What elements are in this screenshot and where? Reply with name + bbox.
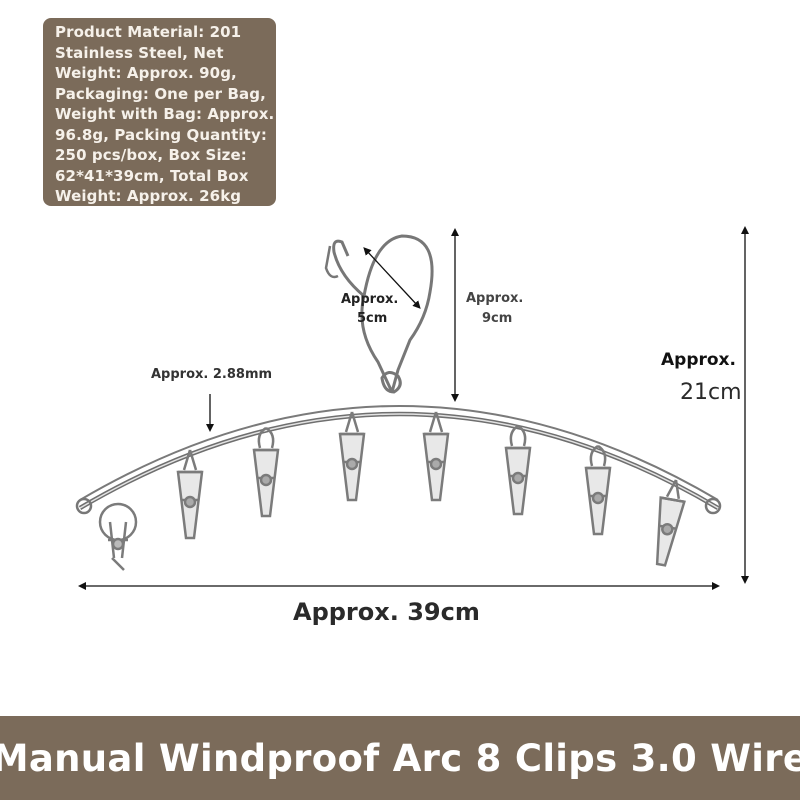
spec-line: Stainless Steel, Net [55,43,224,62]
spec-line: 62*41*39cm, Total Box [55,166,249,185]
spec-line: Packaging: One per Bag, [55,84,266,103]
clip [584,444,612,536]
clip [176,449,204,540]
clip [655,479,686,567]
spec-line: Product Material: 201 [55,23,242,41]
hanger-arc [75,405,722,515]
hook-height-label-1: Approx. [466,291,524,306]
total-height-label-1: Approx. [661,350,736,370]
hook-diameter-arrow [363,247,421,309]
total-height-label-2: 21cm [680,380,742,405]
clip [504,424,532,516]
spec-line: Weight: Approx. 26kg [55,187,242,205]
clip [252,426,280,518]
clip [422,411,450,502]
spec-line: Weight: Approx. 90g, [55,64,237,82]
wire-diameter-label: Approx. 2.88mm [151,367,273,382]
spec-line: Weight with Bag: Approx. [55,105,275,123]
spec-info-box: Product Material: 201 Stainless Steel, N… [43,18,276,206]
width-label: Approx. 39cm [293,598,480,626]
spec-line: 250 pcs/box, Box Size: [55,146,247,164]
hook-diameter-label-2: 5cm [357,311,388,326]
hook-height-label-2: 9cm [482,311,513,326]
clip [338,411,366,502]
spec-line: 96.8g, Packing Quantity: [55,125,267,144]
hook-diameter-label-1: Approx. [341,292,399,307]
title-banner: Manual Windproof Arc 8 Clips 3.0 Wire [0,716,800,800]
hanger-hook [324,234,434,394]
dimension-arrows [78,226,749,590]
clips [98,411,686,571]
clip [98,502,138,571]
product-title: Manual Windproof Arc 8 Clips 3.0 Wire [0,736,800,780]
hanger-illustration [75,226,749,590]
